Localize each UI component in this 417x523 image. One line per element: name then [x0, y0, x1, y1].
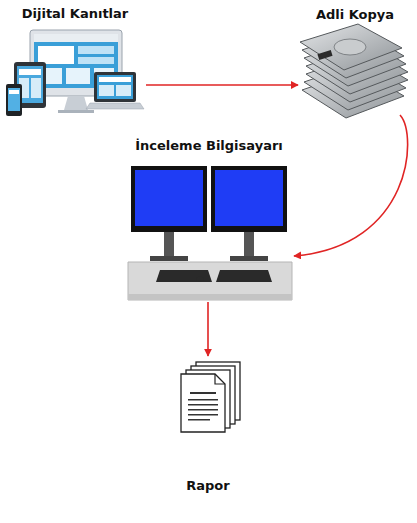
workstation-illustration [128, 166, 292, 300]
node-heading: Adli Kopya [314, 7, 396, 23]
drive-group: Adli Kopya [298, 5, 412, 119]
flow-arrow [207, 302, 209, 356]
devices-illustration [6, 30, 144, 116]
node-heading: Dijital Kanıtlar [20, 6, 131, 22]
node-heading: Rapor [184, 478, 231, 494]
flow-arrow [146, 84, 298, 86]
device-group: Dijital Kanıtlar [4, 4, 146, 116]
workstation-group: İnceleme Bilgisayarı [124, 136, 294, 302]
flow-arrow [294, 115, 408, 256]
hard-drive-stack [300, 24, 408, 118]
report-documents [181, 362, 240, 432]
node-heading: İnceleme Bilgisayarı [133, 138, 285, 154]
report-group: Rapor [170, 356, 246, 496]
